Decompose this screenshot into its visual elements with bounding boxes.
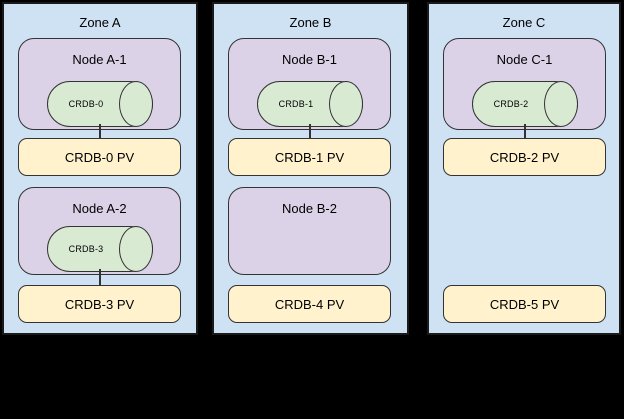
node-a2: Node A-2 CRDB-3 — [18, 187, 181, 275]
zone-b-label: Zone B — [289, 15, 332, 30]
cylinder-cap-icon — [329, 81, 363, 127]
pv-crdb-4: CRDB-4 PV — [228, 285, 391, 323]
node-a2-label: Node A-2 — [72, 201, 127, 216]
cylinder-cap-icon — [544, 81, 578, 127]
node-a1-label: Node A-1 — [72, 52, 127, 67]
cylinder-crdb-3-label: CRDB-3 — [68, 244, 104, 254]
pv-crdb-5: CRDB-5 PV — [443, 285, 606, 323]
cylinder-crdb-0-label: CRDB-0 — [68, 99, 104, 109]
pv-crdb-0: CRDB-0 PV — [18, 138, 181, 176]
cylinder-cap-icon — [119, 81, 153, 127]
cylinder-crdb-2: CRDB-2 — [472, 81, 578, 127]
pv-crdb-4-label: CRDB-4 PV — [274, 296, 345, 312]
pv-crdb-1: CRDB-1 PV — [228, 138, 391, 176]
pv-crdb-5-label: CRDB-5 PV — [489, 296, 560, 312]
connector-crdb0-to-pv — [99, 124, 101, 141]
node-b1: Node B-1 CRDB-1 — [228, 38, 391, 130]
cylinder-crdb-1-label: CRDB-1 — [278, 99, 314, 109]
pv-crdb-1-label: CRDB-1 PV — [274, 149, 345, 165]
node-b2: Node B-2 — [228, 187, 391, 275]
node-c1-label: Node C-1 — [496, 52, 553, 67]
pv-crdb-2: CRDB-2 PV — [443, 138, 606, 176]
pv-crdb-3-label: CRDB-3 PV — [64, 296, 135, 312]
pv-crdb-0-label: CRDB-0 PV — [64, 149, 135, 165]
zone-c: Zone C Node C-1 CRDB-2 CRDB-2 PV CRDB-5 … — [427, 2, 621, 335]
pv-crdb-2-label: CRDB-2 PV — [489, 149, 560, 165]
connector-crdb1-to-pv — [309, 124, 311, 141]
zone-b: Zone B Node B-1 CRDB-1 CRDB-1 PV Node B-… — [212, 2, 409, 335]
zone-a: Zone A Node A-1 CRDB-0 CRDB-0 PV Node A-… — [2, 2, 198, 335]
connector-crdb3-to-pv — [99, 269, 101, 286]
cylinder-crdb-3: CRDB-3 — [47, 226, 153, 272]
zone-c-label: Zone C — [502, 15, 546, 30]
cylinder-crdb-1: CRDB-1 — [257, 81, 363, 127]
cylinder-cap-icon — [119, 226, 153, 272]
zone-a-label: Zone A — [79, 15, 121, 30]
node-b1-label: Node B-1 — [282, 52, 337, 67]
node-c1: Node C-1 CRDB-2 — [443, 38, 606, 130]
node-b2-label: Node B-2 — [282, 201, 337, 216]
node-a1: Node A-1 CRDB-0 — [18, 38, 181, 130]
pv-crdb-3: CRDB-3 PV — [18, 285, 181, 323]
connector-crdb2-to-pv — [524, 124, 526, 141]
cylinder-crdb-0: CRDB-0 — [47, 81, 153, 127]
cylinder-crdb-2-label: CRDB-2 — [493, 99, 529, 109]
